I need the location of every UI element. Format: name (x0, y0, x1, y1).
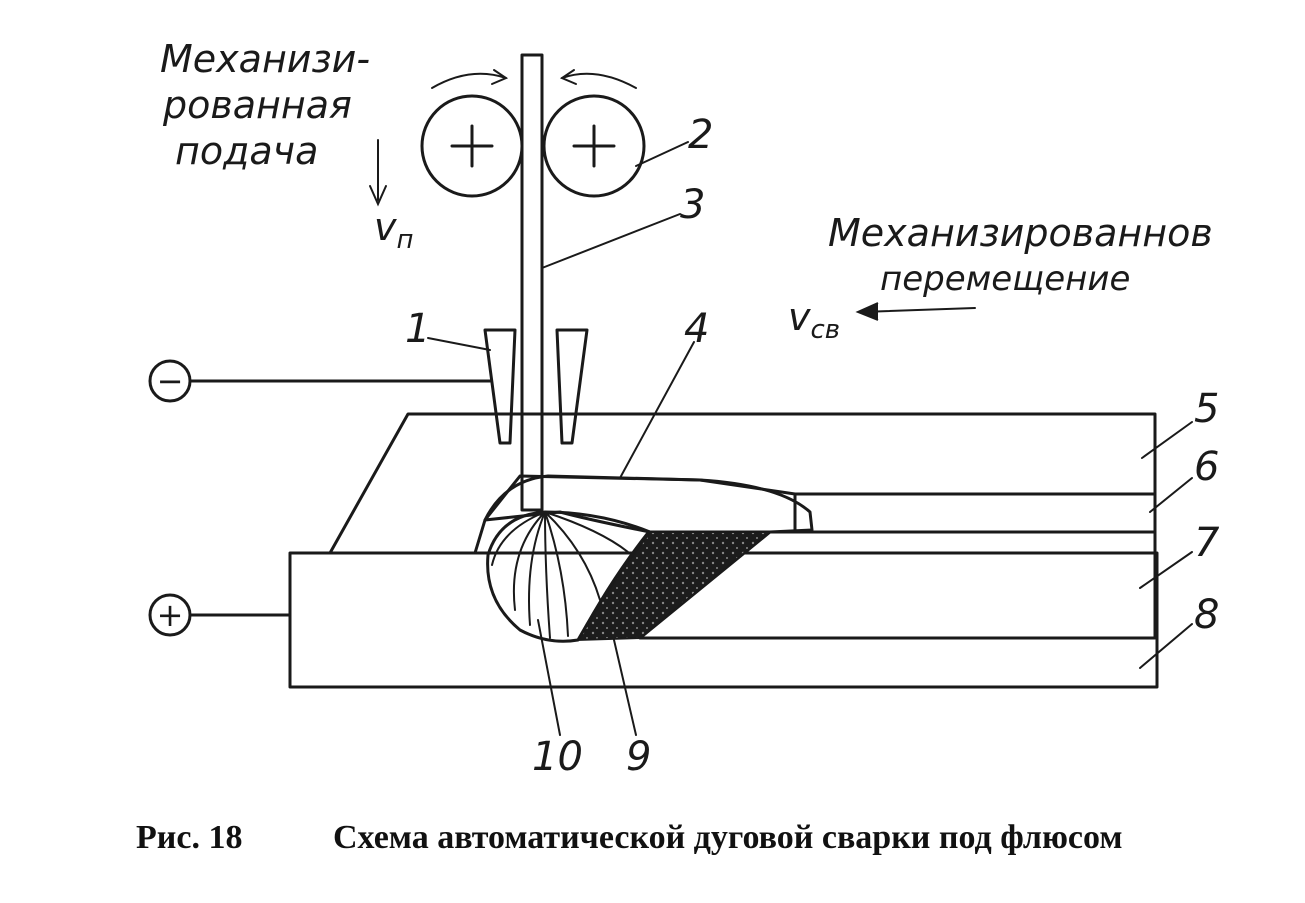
travel-label-1: Механизированнов (828, 211, 1213, 255)
callout-2: 2 (688, 112, 713, 158)
plus-terminal: + (148, 593, 192, 637)
figure-number: Рис. 18 (136, 819, 242, 856)
feed-speed: vп (374, 205, 414, 255)
feed-label-3: подача (175, 129, 318, 173)
callout-leaders (427, 141, 1193, 736)
callout-6: 6 (1194, 444, 1219, 490)
callout-9: 9 (626, 734, 651, 780)
minus-terminal: − (148, 359, 192, 403)
travel-arrow (855, 302, 976, 321)
callout-8: 8 (1194, 592, 1219, 638)
svg-text:+: + (157, 596, 184, 634)
electrode-wire (520, 53, 544, 512)
figure-caption: Схема автоматической дуговой сварки под … (333, 819, 1123, 856)
callout-3: 3 (680, 182, 705, 228)
base-plate (288, 551, 1159, 689)
weld-pool-lines (491, 511, 629, 639)
callout-1: 1 (405, 306, 430, 352)
feed-arrow (369, 139, 387, 207)
contact-tips (483, 328, 589, 445)
travel-speed: vсв (788, 295, 840, 345)
feed-label-2: рованная (162, 83, 352, 127)
weld-metal (576, 531, 773, 642)
svg-text:−: − (157, 362, 184, 400)
callout-10: 10 (532, 734, 583, 780)
callout-7: 7 (1194, 520, 1220, 566)
feed-label-1: Механизи- (160, 37, 370, 81)
travel-label-2: перемещение (880, 259, 1130, 299)
slag-crust (793, 492, 1157, 534)
feed-rollers (420, 69, 646, 198)
callout-5: 5 (1194, 386, 1219, 432)
weld-pool (486, 510, 652, 643)
callout-4: 4 (684, 306, 709, 352)
molten-slag (483, 474, 814, 534)
